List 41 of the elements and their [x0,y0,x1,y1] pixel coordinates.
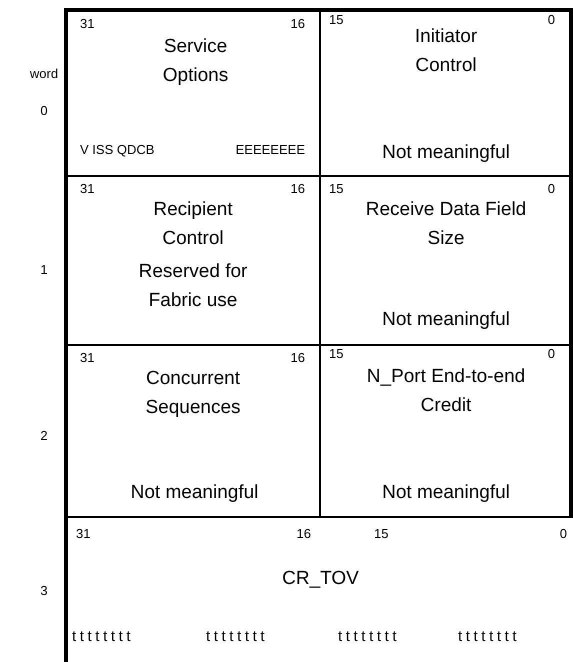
field-cell [319,8,573,177]
axis-title: word [28,66,60,81]
field-note: Not meaningful [381,142,511,165]
bit-number: 31 [80,16,94,32]
bit-number: 15 [329,346,344,362]
field-note: Not meaningful [130,482,260,505]
field-name: Initiator Control [414,25,478,78]
bit-number: 0 [548,346,555,362]
bit-number: 31 [80,181,94,197]
field-note: Not meaningful [381,309,511,332]
bit-number: 31 [76,526,90,542]
bit-number: 15 [329,12,344,28]
bit-number: 0 [548,181,555,197]
field-name: Recipient Control [152,198,234,252]
bit-number: 16 [290,350,305,366]
bit-number: 15 [329,181,344,197]
word-index: 3 [39,583,49,598]
field-name: Receive Data Field Size [364,198,528,252]
word-index: 2 [39,428,49,443]
bit-flags: tttttttt [338,628,400,646]
bit-number: 16 [290,181,305,197]
field-cell [64,8,321,177]
bit-number: 15 [374,526,388,542]
field-name: Concurrent Sequences [144,367,242,420]
bit-flags: tttttttt [72,628,134,646]
field-name: Service Options [162,35,230,88]
field-name: N_Port End-to-end Credit [366,365,526,418]
field-name: CR_TOV [281,568,360,591]
bit-number: 0 [548,12,555,28]
bit-flags: tttttttt [458,628,520,646]
word-index: 1 [39,262,49,277]
bit-number: 31 [80,350,94,366]
field-note: Reserved for Fabric use [138,260,248,314]
bit-number: 16 [296,526,311,542]
bit-number: 16 [290,16,305,32]
bit-flags: tttttttt [206,628,268,646]
field-note: Not meaningful [381,482,511,505]
flag-bits: V ISS QDCB [80,142,154,158]
flag-bits: EEEEEEEE [236,142,305,158]
word-index: 0 [39,103,49,118]
bit-number: 0 [560,526,567,542]
